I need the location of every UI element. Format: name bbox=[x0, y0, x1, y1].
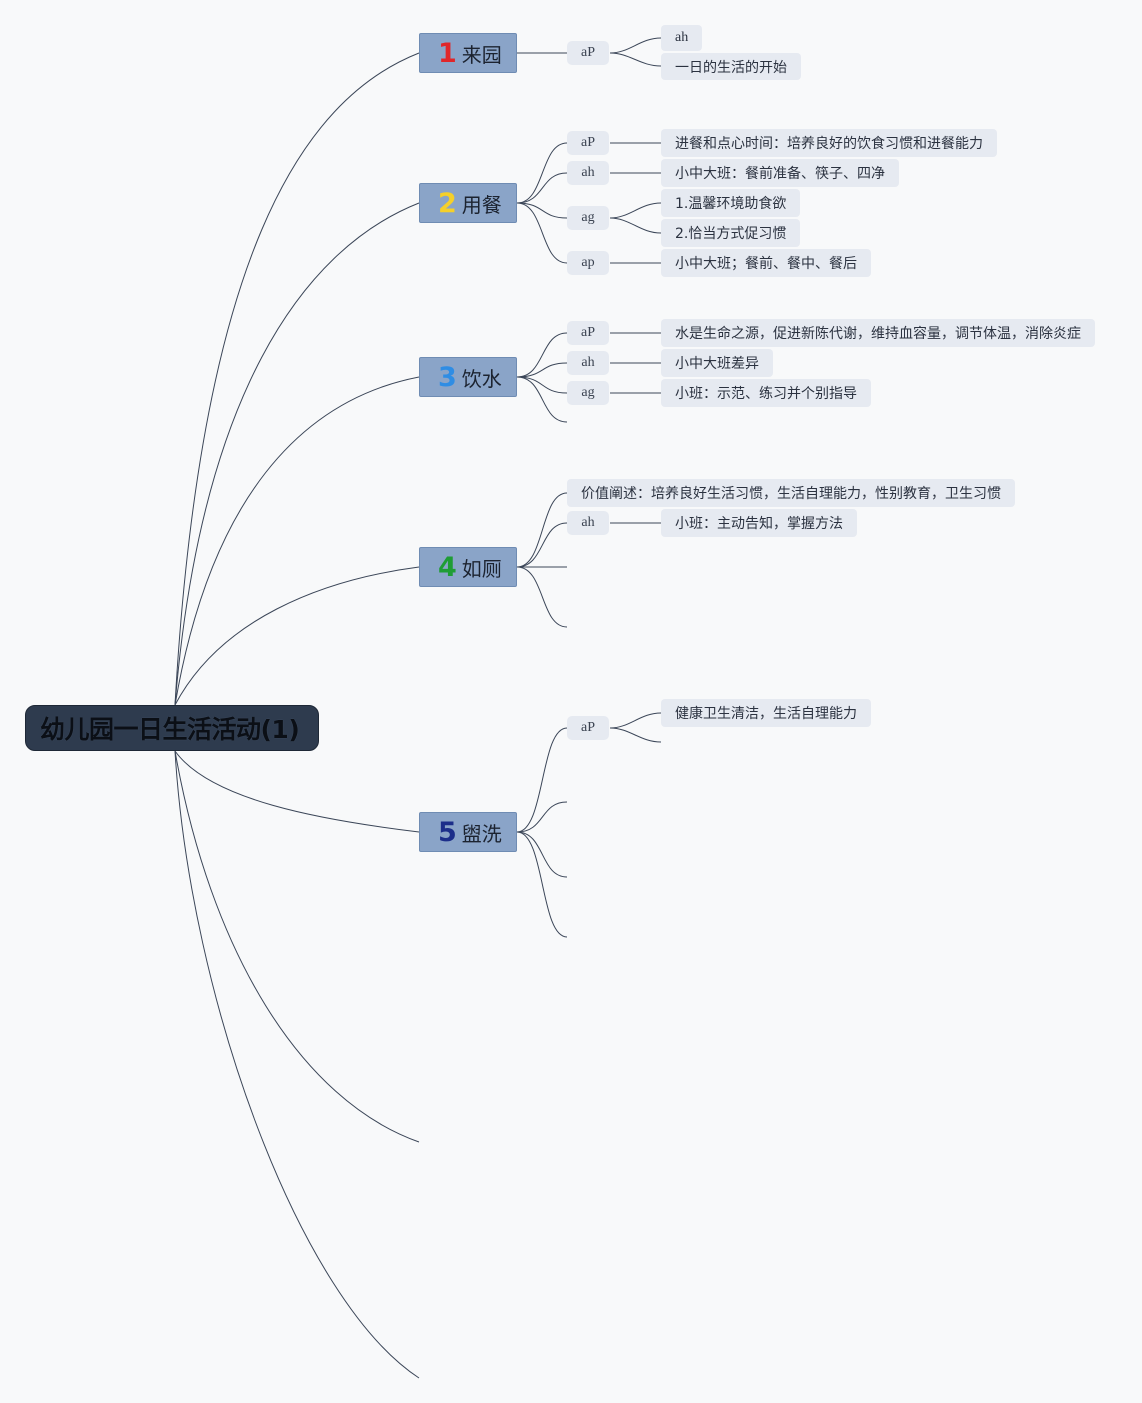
tag-node[interactable]: ah bbox=[567, 511, 609, 535]
tag-node[interactable]: aP bbox=[567, 716, 609, 740]
branch-label: 如厕 bbox=[461, 556, 502, 581]
tag-node[interactable]: ap bbox=[567, 251, 609, 275]
tag-node[interactable]: ah bbox=[567, 351, 609, 375]
leaf-node[interactable]: 1.温馨环境助食欲 bbox=[661, 189, 801, 217]
leaf-node[interactable]: 价值阐述：培养良好生活习惯，生活自理能力，性别教育，卫生习惯 bbox=[567, 479, 1015, 507]
branch-node-4[interactable]: 4 如厕 bbox=[419, 547, 517, 587]
tag-node[interactable]: aP bbox=[567, 131, 609, 155]
leaf-node[interactable]: 2.恰当方式促习惯 bbox=[661, 219, 801, 247]
leaf-node[interactable]: 小中大班：餐前准备、筷子、四净 bbox=[661, 159, 899, 187]
branch-label: 饮水 bbox=[461, 366, 502, 391]
branch-label: 盥洗 bbox=[461, 821, 502, 846]
leaf-node[interactable]: 健康卫生清洁，生活自理能力 bbox=[661, 699, 871, 727]
branch-node-5[interactable]: 5 盥洗 bbox=[419, 812, 517, 852]
leaf-node[interactable]: 一日的生活的开始 bbox=[661, 53, 801, 80]
tag-node[interactable]: aP bbox=[567, 41, 609, 65]
leaf-node[interactable]: 小中大班；餐前、餐中、餐后 bbox=[661, 249, 871, 277]
leaf-node[interactable]: 水是生命之源，促进新陈代谢，维持血容量，调节体温，消除炎症 bbox=[661, 319, 1095, 347]
branch-number: 5 bbox=[438, 816, 457, 848]
tag-node[interactable]: ag bbox=[567, 206, 609, 230]
branch-number: 2 bbox=[438, 187, 457, 219]
branch-label: 用餐 bbox=[461, 192, 502, 217]
leaf-node[interactable]: 小班：示范、练习并个别指导 bbox=[661, 379, 871, 407]
branch-node-3[interactable]: 3 饮水 bbox=[419, 357, 517, 397]
leaf-node[interactable]: 小中大班差异 bbox=[661, 349, 773, 377]
branch-number: 4 bbox=[438, 551, 457, 583]
tag-node[interactable]: aP bbox=[567, 321, 609, 345]
leaf-node[interactable]: 进餐和点心时间：培养良好的饮食习惯和进餐能力 bbox=[661, 129, 997, 157]
tag-node[interactable]: ag bbox=[567, 381, 609, 405]
root-title: 幼儿园一日生活活动(1) bbox=[40, 715, 300, 744]
branch-label: 来园 bbox=[461, 42, 502, 67]
leaf-node[interactable]: ah bbox=[661, 25, 703, 51]
leaf-node[interactable]: 小班：主动告知，掌握方法 bbox=[661, 509, 857, 537]
branch-number: 3 bbox=[438, 361, 457, 393]
tag-node[interactable]: ah bbox=[567, 161, 609, 185]
branch-node-2[interactable]: 2 用餐 bbox=[419, 183, 517, 223]
branch-number: 1 bbox=[438, 37, 457, 69]
root-node[interactable]: 幼儿园一日生活活动(1) bbox=[25, 705, 319, 751]
branch-node-1[interactable]: 1 来园 bbox=[419, 33, 517, 73]
